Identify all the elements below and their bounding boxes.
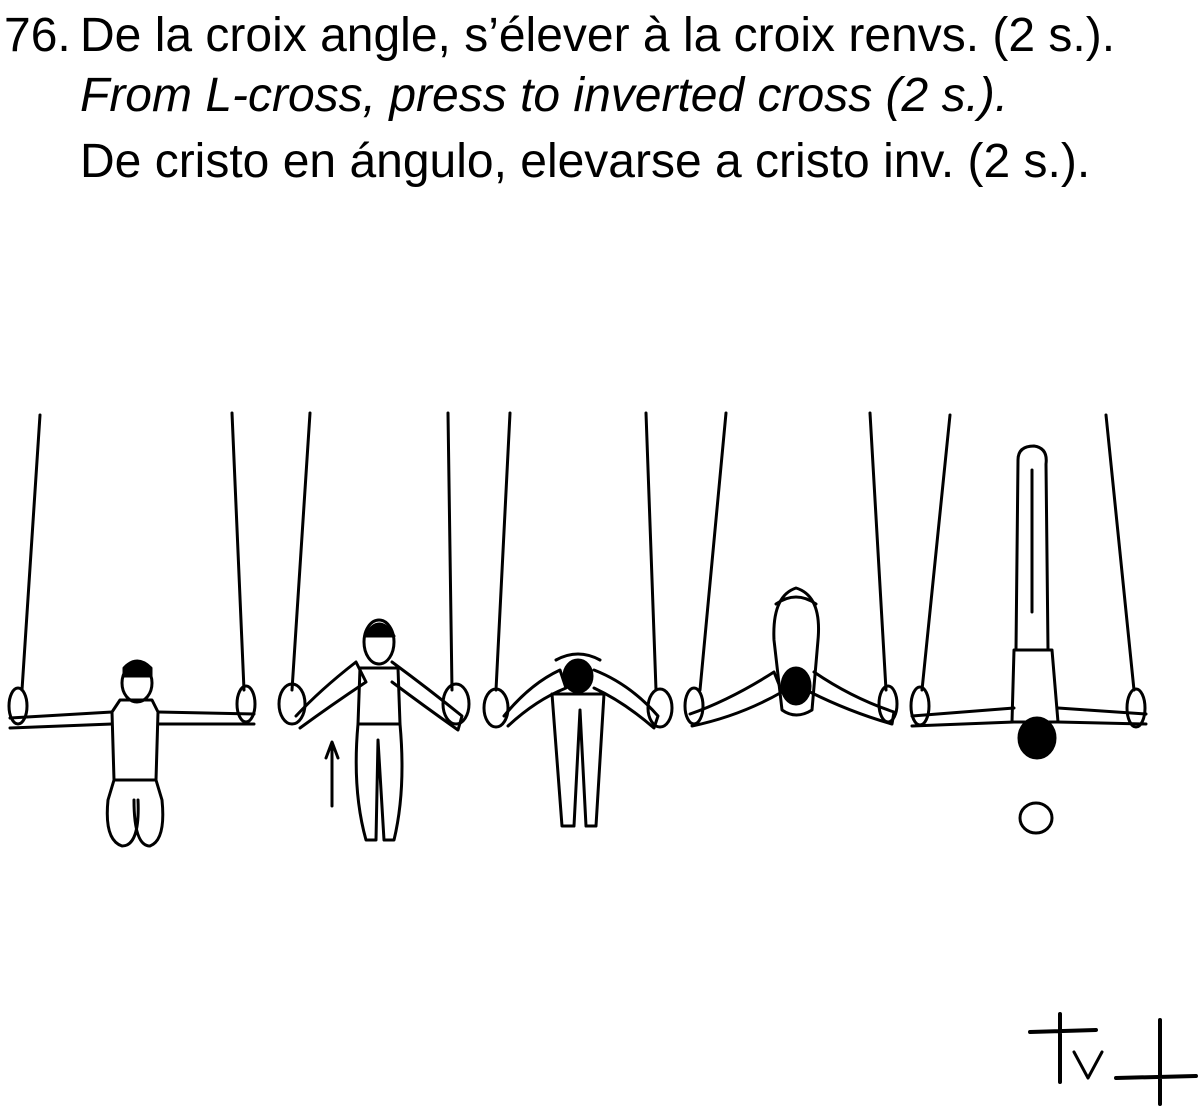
ring-left: [9, 688, 27, 724]
legs: [107, 780, 163, 846]
figure-press-start: [279, 413, 469, 840]
figure-press-middle: [484, 413, 672, 826]
cross-symbol-icon: [1030, 1014, 1196, 1104]
figure-inverted-cross: [911, 415, 1146, 833]
ring-strap-left: [922, 415, 950, 690]
ring-strap-right: [232, 413, 244, 690]
ring-right: [237, 686, 255, 722]
head: [564, 660, 592, 692]
hair: [365, 624, 394, 636]
head: [364, 620, 394, 664]
legs: [776, 597, 816, 604]
ring-strap-left: [700, 413, 726, 690]
ring-strap-right: [646, 413, 656, 690]
arm-right: [392, 662, 462, 730]
ring-left: [484, 689, 508, 727]
caption-french: De la croix angle, s’élever à la croix r…: [80, 9, 1116, 62]
arm-right: [1058, 708, 1146, 724]
ring-strap-right: [448, 413, 452, 690]
ring-strap-right: [870, 413, 886, 690]
arm-left: [912, 708, 1014, 726]
legs: [1016, 446, 1048, 650]
up-arrow-icon: [326, 742, 338, 806]
ring-strap-left: [22, 415, 40, 690]
shoulders: [556, 654, 600, 660]
figure-l-cross: [9, 413, 255, 846]
ring-left: [685, 688, 703, 724]
arm-left: [504, 670, 566, 726]
ring-strap-right: [1106, 415, 1134, 690]
ring-right: [1127, 689, 1145, 727]
arm-right: [594, 670, 658, 728]
legs: [552, 694, 604, 826]
head: [782, 668, 810, 704]
arm-left: [296, 662, 366, 728]
arm-right: [810, 672, 894, 724]
circle-marker-icon: [1020, 803, 1052, 833]
head: [1019, 718, 1055, 758]
hair: [124, 661, 151, 676]
caption-spanish: De cristo en ángulo, elevarse a cristo i…: [80, 135, 1091, 188]
torso: [1012, 650, 1058, 722]
arm-left: [10, 712, 112, 728]
ring-left: [911, 687, 929, 725]
torso: [112, 700, 158, 780]
ring-strap-left: [496, 413, 510, 690]
caption-english: From L-cross, press to inverted cross (2…: [80, 69, 1009, 122]
figure-press-late: [685, 413, 897, 726]
ring-right: [443, 684, 469, 724]
ring-right: [648, 689, 672, 727]
hips: [774, 588, 819, 715]
legs: [356, 724, 402, 840]
ring-strap-left: [292, 413, 310, 690]
arm-right: [158, 712, 254, 724]
ring-left: [279, 684, 305, 724]
element-number: 76.: [4, 9, 71, 62]
